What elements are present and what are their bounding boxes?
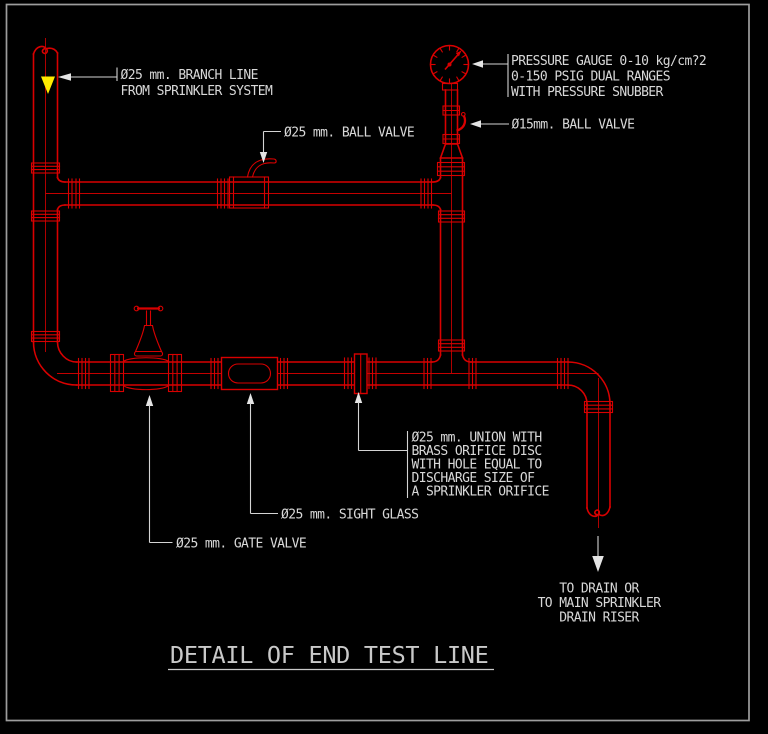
pipe-break-symbol bbox=[586, 506, 611, 518]
ball-valve-handle bbox=[246, 158, 277, 178]
elbow-right bbox=[567, 361, 611, 405]
ball-valve-15mm bbox=[456, 111, 467, 132]
union-label-3: WITH HOLE EQUAL TO bbox=[412, 458, 543, 473]
down-arrow-icon bbox=[592, 556, 604, 572]
branch-line-label-2: FROM SPRINKLER SYSTEM bbox=[121, 84, 274, 99]
sight-glass-callout: Ø25 mm. SIGHT GLASS bbox=[246, 393, 419, 523]
union-label-1: Ø25 mm. UNION WITH bbox=[412, 431, 542, 446]
gate-valve-label: Ø25 mm. GATE VALVE bbox=[176, 537, 306, 552]
ball-valve-handle bbox=[456, 115, 467, 132]
union-label-2: BRASS ORIFICE DISC bbox=[412, 444, 542, 459]
pressure-gauge bbox=[429, 44, 470, 91]
pipe-coupling bbox=[77, 357, 569, 390]
union-callout: Ø25 mm. UNION WITH BRASS ORIFICE DISC WI… bbox=[354, 392, 549, 500]
gauge-needle bbox=[444, 52, 460, 71]
branch-line-callout: Ø25 mm. BRANCH LINE FROM SPRINKLER SYSTE… bbox=[58, 67, 274, 99]
union-label-5: A SPRINKLER ORIFICE bbox=[412, 485, 549, 500]
pipe-coupling bbox=[67, 178, 433, 209]
leader-arrow-icon bbox=[472, 60, 483, 68]
gate-valve-bonnet bbox=[134, 324, 163, 353]
leader-arrow-icon bbox=[145, 395, 154, 406]
ball-valve-15-callout: Ø15mm. BALL VALVE bbox=[470, 118, 635, 133]
flow-direction-arrow bbox=[41, 76, 55, 94]
gate-valve-callout: Ø25 mm. GATE VALVE bbox=[145, 395, 307, 552]
title-block: DETAIL OF END TEST LINE bbox=[168, 641, 494, 671]
leader-arrow-icon bbox=[470, 120, 481, 128]
ball-valve-25mm bbox=[228, 158, 277, 209]
drain-pipe bbox=[567, 361, 614, 528]
pressure-gauge-label-1: PRESSURE GAUGE 0-10 kg/cm?2 bbox=[511, 54, 706, 69]
drain-label-3: DRAIN RISER bbox=[559, 611, 639, 626]
drain-label-2: TO MAIN SPRINKLER bbox=[538, 596, 662, 611]
sight-glass bbox=[220, 356, 279, 391]
drain-callout: TO DRAIN OR TO MAIN SPRINKLER DRAIN RISE… bbox=[538, 536, 662, 626]
elbow-left bbox=[32, 341, 78, 386]
branch-line-label-1: Ø25 mm. BRANCH LINE bbox=[121, 68, 258, 83]
top-horizontal-pipe bbox=[45, 158, 452, 211]
ball-valve-15-label: Ø15mm. BALL VALVE bbox=[512, 118, 635, 133]
gauge-tick-marks bbox=[430, 45, 469, 84]
pressure-gauge-label-3: WITH PRESSURE SNUBBER bbox=[511, 85, 664, 100]
lower-horizontal-pipe bbox=[57, 305, 599, 395]
gate-valve bbox=[109, 305, 183, 393]
drawing-title: DETAIL OF END TEST LINE bbox=[170, 641, 489, 669]
leader-arrow-icon bbox=[246, 393, 255, 404]
pipe-break-symbol bbox=[32, 45, 59, 56]
leader-arrow-icon bbox=[58, 73, 71, 81]
gauge-dial bbox=[429, 44, 470, 85]
sight-glass-label: Ø25 mm. SIGHT GLASS bbox=[281, 508, 418, 523]
branch-line-pipe bbox=[30, 38, 78, 386]
pipe-coupling bbox=[436, 161, 466, 352]
gauge-riser-pipe bbox=[429, 44, 472, 374]
ball-valve-25-callout: Ø25 mm. BALL VALVE bbox=[259, 126, 415, 163]
ball-valve-25-label: Ø25 mm. BALL VALVE bbox=[284, 126, 414, 141]
pressure-gauge-callout: PRESSURE GAUGE 0-10 kg/cm?2 0-150 PSIG D… bbox=[472, 54, 707, 100]
leader-arrow-icon bbox=[354, 392, 363, 403]
drawing-border bbox=[5, 3, 750, 722]
pipe-coupling bbox=[30, 162, 61, 343]
pressure-gauge-label-2: 0-150 PSIG DUAL RANGES bbox=[511, 70, 670, 85]
union-orifice-fitting bbox=[343, 353, 377, 395]
union-label-4: DISCHARGE SIZE OF bbox=[412, 471, 536, 486]
leader-arrow-icon bbox=[259, 152, 268, 163]
drain-label-1: TO DRAIN OR bbox=[559, 582, 639, 597]
